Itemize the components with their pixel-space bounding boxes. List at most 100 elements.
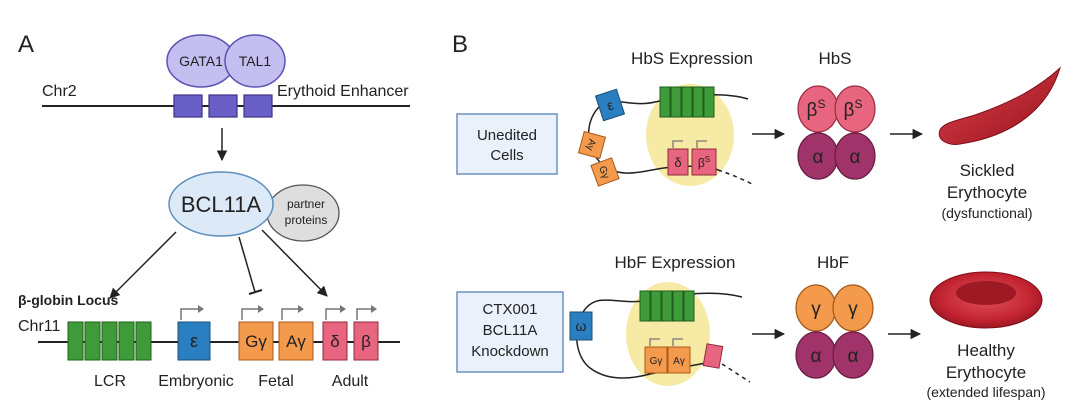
lcr-box-5 (135, 321, 152, 361)
hbs-agamma-label: Aγ (584, 138, 598, 152)
hbs-delta-label: δ (674, 155, 681, 170)
hbs-lcr-box (670, 86, 682, 118)
gene-beta-label: β (361, 332, 371, 351)
ctx001-label-3: Knockdown (471, 343, 549, 360)
hbf-beta-box (702, 343, 724, 369)
hbf-agamma-box (667, 346, 691, 374)
sickled-erythrocyte (938, 66, 1061, 145)
lcr-box-2 (84, 321, 101, 361)
hbs-agamma-box (577, 130, 607, 160)
gene-epsilon-box (177, 321, 211, 361)
lcr-box-3 (101, 321, 118, 361)
gene-epsilon-label: ε (190, 331, 198, 351)
hbs-epsilon-label: ε (605, 96, 616, 113)
adult-label: Adult (332, 373, 369, 390)
lcr-label: LCR (94, 373, 126, 390)
partner-label-2: proteins (285, 213, 328, 227)
beta-promoter-arrowhead (371, 305, 377, 313)
hbf-ggamma-label: Gγ (650, 356, 663, 367)
hbs-lcr-box (681, 86, 693, 118)
fetal-label: Fetal (258, 373, 294, 390)
embryonic-label: Embryonic (158, 373, 234, 390)
epsilon-promoter-arrow (180, 308, 198, 320)
hbs-beta-label-2: βS (844, 97, 863, 121)
delta-promoter-arrowhead (340, 305, 346, 313)
gene-delta-label: δ (330, 332, 339, 351)
tal1-label: TAL1 (239, 53, 272, 69)
hbs-betas-label: βS (698, 155, 710, 170)
agamma-promoter-arrow (281, 308, 298, 320)
locus-title: β-globin Locus (18, 292, 119, 308)
hbs-beta-base-1: β (807, 100, 818, 121)
hbs-epsilon-box (594, 88, 626, 122)
lcr-box-1 (67, 321, 84, 361)
panel-a-label: A (18, 31, 34, 58)
hbf-alpha-label-2: α (848, 346, 859, 367)
hbf-lcr-group (639, 290, 695, 322)
hbs-beta-base-2: β (844, 100, 855, 121)
sickled-label-3: (dysfunctional) (941, 205, 1032, 221)
bcl11a-to-adult-arrow (261, 229, 328, 297)
hbf-ggamma-box (644, 346, 668, 374)
panel-b-label: B (452, 31, 468, 58)
hbf-omega-label: ω (576, 318, 587, 334)
epsilon-promoter-arrowhead (198, 305, 204, 313)
agamma-promoter-arrowhead (298, 305, 304, 313)
hbs-betas-sup: S (705, 155, 710, 164)
hbs-expression-title: HbS Expression (631, 49, 753, 68)
hbf-gamma-label-1: γ (811, 299, 821, 320)
hbs-ggamma-box (590, 157, 620, 187)
hbs-betas-base: β (698, 156, 705, 170)
hbs-betas-promoter (696, 140, 707, 148)
hbf-gamma-subunit-2 (832, 284, 874, 332)
bcl11a-fetal-inhibit (238, 236, 256, 293)
bcl11a-oval (168, 171, 274, 237)
enhancer-box-3 (243, 94, 273, 118)
ggamma-promoter-arrow (241, 308, 258, 320)
bcl11a-to-embryonic-arrow (109, 231, 177, 299)
hbs-ggamma-label: Gγ (596, 165, 611, 181)
ctx001-label-1: CTX001 (482, 301, 537, 318)
ggamma-promoter-arrowhead (258, 305, 264, 313)
beta-promoter-arrow (356, 308, 371, 320)
tal1-oval (224, 34, 286, 88)
gene-ggamma-label: Gγ (245, 332, 267, 351)
gata1-label: GATA1 (179, 53, 223, 69)
bcl11a-fetal-inhibit-bar (248, 289, 263, 295)
gene-ggamma-box (238, 321, 274, 361)
hbs-lcr-box (692, 86, 704, 118)
hbs-alpha-label-2: α (850, 147, 861, 168)
partner-label-1: partner (287, 197, 325, 211)
hbf-lcr-box (650, 290, 662, 322)
hbf-chromatin-tail (721, 363, 751, 383)
hbs-title: HbS (818, 49, 851, 68)
hbs-beta-subunit-2 (834, 85, 876, 133)
healthy-erythrocyte-center (956, 281, 1016, 305)
ctx001-label-2: BCL11A (483, 322, 538, 339)
hbf-lcr-box (661, 290, 673, 322)
delta-promoter-arrow (325, 308, 340, 320)
sickled-label-1: Sickled (960, 161, 1015, 180)
hbf-agamma-promoter (672, 338, 683, 346)
chr11-label: Chr11 (18, 318, 60, 335)
hbf-agamma-label: Aγ (673, 356, 685, 367)
enhancer-box-2 (208, 94, 238, 118)
chr2-label: Chr2 (42, 83, 77, 100)
gene-agamma-box (278, 321, 314, 361)
hbs-chromatin-tail (717, 169, 753, 185)
hbs-lcr-group (659, 86, 715, 118)
hbf-alpha-subunit-2 (832, 331, 874, 379)
hbf-omega-box (569, 311, 593, 341)
gene-delta-box (322, 321, 348, 361)
hbf-expression-title: HbF Expression (615, 253, 736, 272)
hbs-beta-sup-1: S (817, 97, 825, 111)
enhancer-box-1 (173, 94, 203, 118)
hbs-beta-sup-2: S (854, 97, 862, 111)
hbf-alpha-label-1: α (811, 346, 822, 367)
gene-agamma-label: Aγ (286, 332, 306, 351)
hbs-alpha-label-1: α (813, 147, 824, 168)
hbf-gamma-label-2: γ (848, 299, 858, 320)
unedited-label-1: Unedited (477, 127, 537, 144)
hbs-alpha-subunit-2 (834, 132, 876, 180)
